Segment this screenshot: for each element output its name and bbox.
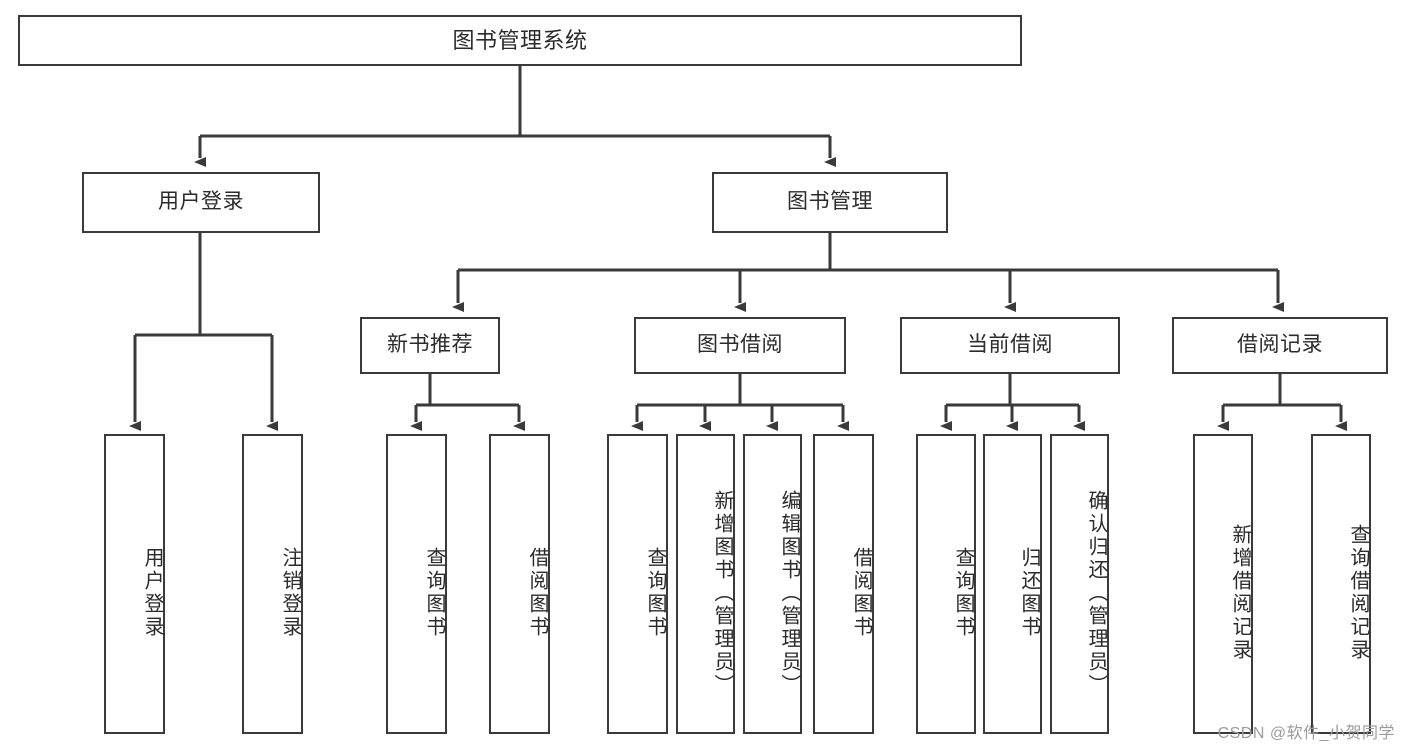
node-label: 新书推荐 xyxy=(387,333,473,357)
node-label: 新增图书（管理员） xyxy=(711,489,733,697)
node-label: 借阅图书 xyxy=(850,547,872,639)
node-label: 确认归还（管理员） xyxy=(1085,489,1107,697)
node-label: 当前借阅 xyxy=(967,333,1053,357)
leaf-query-book-recommend[interactable]: 查询图书 xyxy=(386,434,447,734)
leaf-user-login[interactable]: 用户登录 xyxy=(104,434,165,734)
leaf-add-borrow-record[interactable]: 新增借阅记录 xyxy=(1193,434,1253,734)
node-user-login[interactable]: 用户登录 xyxy=(82,172,320,233)
leaf-confirm-return-admin[interactable]: 确认归还（管理员） xyxy=(1050,434,1109,734)
node-label: 查询图书 xyxy=(423,547,445,639)
node-book-management[interactable]: 图书管理 xyxy=(712,172,948,233)
node-book-borrow[interactable]: 图书借阅 xyxy=(634,317,846,374)
node-label: 用户登录 xyxy=(158,190,244,214)
leaf-borrow-book-recommend[interactable]: 借阅图书 xyxy=(489,434,550,734)
node-root-book-management-system[interactable]: 图书管理系统 xyxy=(18,15,1022,66)
leaf-logout[interactable]: 注销登录 xyxy=(242,434,303,734)
leaf-add-book-admin[interactable]: 新增图书（管理员） xyxy=(676,434,735,734)
node-label: 用户登录 xyxy=(141,547,163,639)
node-label: 查询借阅记录 xyxy=(1347,524,1369,662)
node-label: 图书借阅 xyxy=(697,333,783,357)
node-label: 查询图书 xyxy=(952,547,974,639)
node-current-borrow[interactable]: 当前借阅 xyxy=(900,317,1120,374)
leaf-query-book-current[interactable]: 查询图书 xyxy=(916,434,976,734)
leaf-borrow-book[interactable]: 借阅图书 xyxy=(813,434,874,734)
leaf-query-borrow-record[interactable]: 查询借阅记录 xyxy=(1311,434,1371,734)
node-label: 注销登录 xyxy=(279,547,301,639)
node-label: 图书管理 xyxy=(787,190,873,214)
node-label: 借阅记录 xyxy=(1237,333,1323,357)
node-label: 编辑图书（管理员） xyxy=(778,489,800,697)
node-label: 新增借阅记录 xyxy=(1229,524,1251,662)
node-borrow-record[interactable]: 借阅记录 xyxy=(1172,317,1388,374)
leaf-query-book-borrow[interactable]: 查询图书 xyxy=(607,434,668,734)
watermark: CSDN @软件_小贺同学 xyxy=(1217,725,1395,742)
node-label: 借阅图书 xyxy=(526,547,548,639)
node-label: 归还图书 xyxy=(1018,547,1040,639)
leaf-return-book[interactable]: 归还图书 xyxy=(983,434,1042,734)
leaf-edit-book-admin[interactable]: 编辑图书（管理员） xyxy=(743,434,802,734)
node-new-book-recommend[interactable]: 新书推荐 xyxy=(360,317,500,374)
node-label: 图书管理系统 xyxy=(452,27,588,53)
node-label: 查询图书 xyxy=(644,547,666,639)
